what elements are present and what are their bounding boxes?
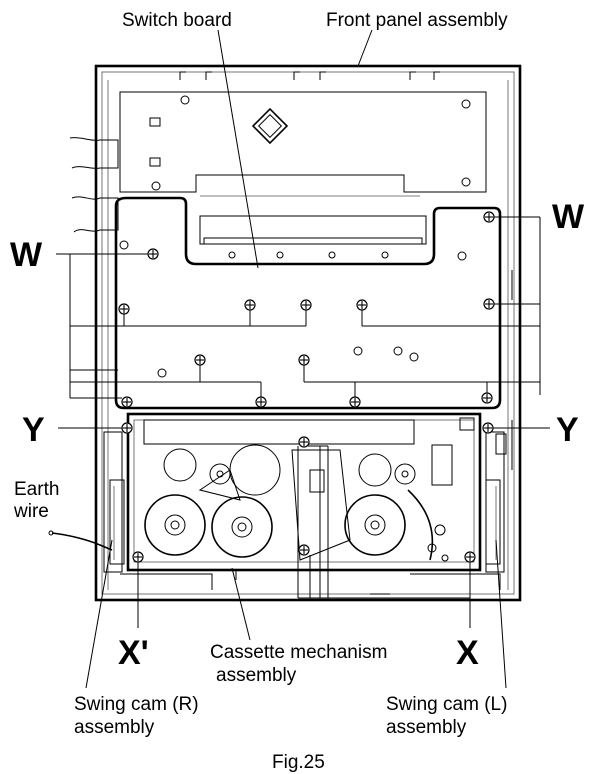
- label-swing-cam-r-line1: Swing cam (R): [74, 694, 199, 715]
- screw-w-5: [244, 299, 256, 311]
- screw-x-center-1: [298, 436, 310, 448]
- front-panel-housing: [94, 64, 522, 602]
- screw-w-12: [349, 396, 361, 408]
- label-x-prime: X': [118, 634, 149, 672]
- cassette-mechanism: [120, 412, 501, 595]
- label-x: X: [456, 634, 479, 672]
- swing-cam-l: [485, 431, 507, 573]
- ic-chip: [251, 107, 289, 145]
- label-swing-cam-r-line2: assembly: [74, 717, 155, 738]
- screw-x-center-2: [298, 544, 310, 556]
- switch-board-outline: [114, 195, 502, 410]
- display-board: [119, 91, 487, 193]
- screw-w-9: [298, 354, 310, 366]
- screw-w-6: [300, 299, 312, 311]
- label-y-left: Y: [22, 411, 45, 449]
- screw-x: [464, 551, 476, 563]
- label-earth-wire-line2: wire: [13, 501, 49, 522]
- screw-y-left: [121, 422, 133, 434]
- screw-w-1: [147, 248, 159, 260]
- earth-wire: [51, 532, 113, 551]
- screw-y-right: [482, 422, 494, 434]
- screw-w-7: [356, 299, 368, 311]
- figure-caption: Fig.25: [272, 752, 325, 773]
- label-w-right: W: [552, 198, 585, 236]
- flat-cables: [69, 137, 119, 233]
- label-cassette-line1: Cassette mechanism: [210, 642, 387, 663]
- label-front-panel-assembly: Front panel assembly: [326, 10, 508, 31]
- screw-w-4: [118, 303, 130, 315]
- screw-w-3: [483, 298, 495, 310]
- label-swing-cam-l-line1: Swing cam (L): [386, 694, 507, 715]
- screw-w-13: [481, 392, 493, 404]
- screw-w-10: [121, 396, 133, 408]
- screw-w-2: [483, 211, 495, 223]
- screw-x-prime: [132, 551, 144, 563]
- screw-w-11: [255, 396, 267, 408]
- leader-lines: [56, 29, 550, 689]
- swing-cam-r: [103, 431, 125, 573]
- label-y-right: Y: [556, 411, 579, 449]
- screw-w-8: [194, 354, 206, 366]
- label-w-left: W: [10, 236, 43, 274]
- label-cassette-line2: assembly: [216, 665, 297, 686]
- label-swing-cam-l-line2: assembly: [386, 717, 467, 738]
- label-earth-wire-line1: Earth: [14, 479, 59, 500]
- label-switch-board: Switch board: [122, 10, 232, 31]
